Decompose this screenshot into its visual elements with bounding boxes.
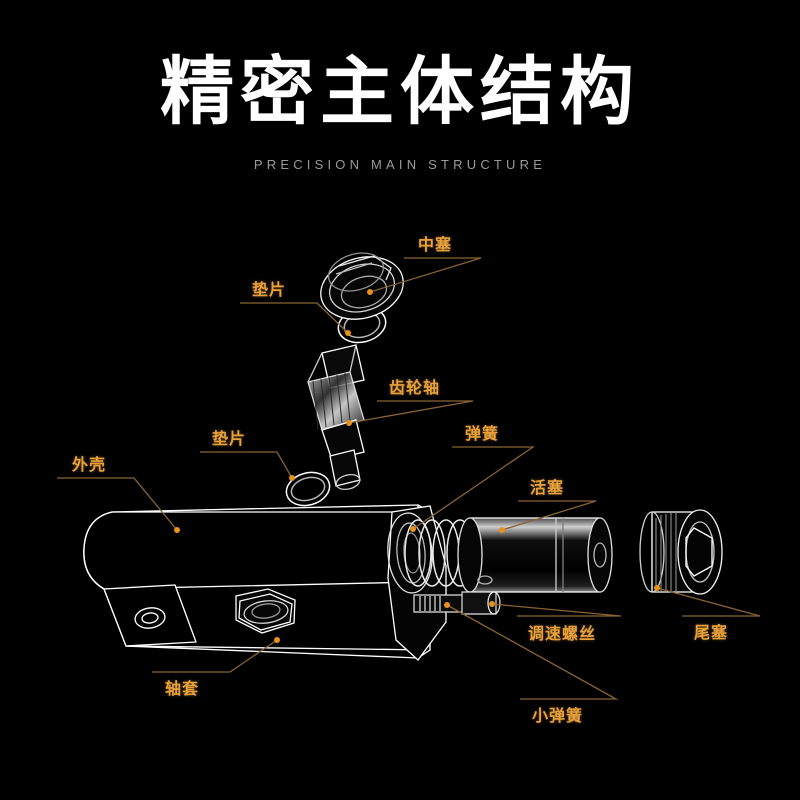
leader-dot-tail-plug bbox=[654, 585, 660, 591]
part-label-small-spring[interactable]: 小弹簧 bbox=[532, 706, 584, 725]
part-label-bushing[interactable]: 轴套 bbox=[165, 679, 200, 698]
leader-dot-speed-screw bbox=[489, 601, 495, 607]
part-label-piston[interactable]: 活塞 bbox=[530, 478, 565, 497]
leader-line-spring bbox=[412, 446, 536, 530]
leader-line-bushing bbox=[152, 639, 278, 673]
leader-dot-housing bbox=[174, 527, 180, 533]
part-label-speed-screw[interactable]: 调速螺丝 bbox=[528, 624, 597, 643]
leader-lines-group bbox=[57, 257, 761, 700]
housing-end-plate bbox=[387, 505, 447, 661]
leader-line-speed-screw bbox=[491, 603, 622, 617]
leader-line-gasket-upper bbox=[240, 302, 349, 334]
leader-dot-bushing bbox=[274, 637, 280, 643]
leader-dot-gear-shaft bbox=[346, 420, 352, 426]
middle-plug-part bbox=[320, 252, 404, 320]
piston-part bbox=[457, 517, 613, 593]
bushing-part bbox=[235, 588, 296, 634]
tail-plug-part bbox=[639, 509, 723, 595]
gasket-lower-part bbox=[285, 471, 331, 507]
leader-line-gasket-lower bbox=[200, 451, 293, 479]
leader-line-middle-plug bbox=[369, 257, 482, 293]
leader-dot-small-spring bbox=[444, 602, 450, 608]
leader-line-piston bbox=[501, 500, 597, 531]
part-label-tail-plug[interactable]: 尾塞 bbox=[694, 623, 729, 642]
part-label-gear-shaft[interactable]: 齿轮轴 bbox=[389, 378, 441, 397]
part-label-spring[interactable]: 弹簧 bbox=[465, 424, 500, 443]
leader-dot-gasket-upper bbox=[345, 330, 351, 336]
leader-dot-spring bbox=[410, 526, 416, 532]
page-subtitle: PRECISION MAIN STRUCTURE bbox=[253, 157, 547, 172]
leader-line-small-spring bbox=[446, 604, 619, 700]
leader-dot-piston bbox=[499, 527, 505, 533]
speed-screw-part bbox=[413, 591, 501, 615]
header: 精密主体结构 PRECISION MAIN STRUCTURE bbox=[0, 0, 800, 200]
leader-line-tail-plug bbox=[656, 587, 761, 617]
part-label-gasket-upper[interactable]: 垫片 bbox=[252, 280, 287, 299]
gear-shaft-part bbox=[307, 344, 365, 491]
page-title: 精密主体结构 bbox=[160, 49, 640, 135]
leader-dot-gasket-lower bbox=[289, 475, 295, 481]
part-label-middle-plug[interactable]: 中塞 bbox=[418, 235, 453, 254]
part-label-housing[interactable]: 外壳 bbox=[72, 455, 107, 474]
part-label-gasket-lower[interactable]: 垫片 bbox=[212, 429, 247, 448]
leader-line-housing bbox=[57, 477, 178, 531]
leader-dot-middle-plug bbox=[367, 289, 373, 295]
leader-line-gear-shaft bbox=[348, 400, 474, 424]
wireframe-housing bbox=[83, 504, 431, 659]
